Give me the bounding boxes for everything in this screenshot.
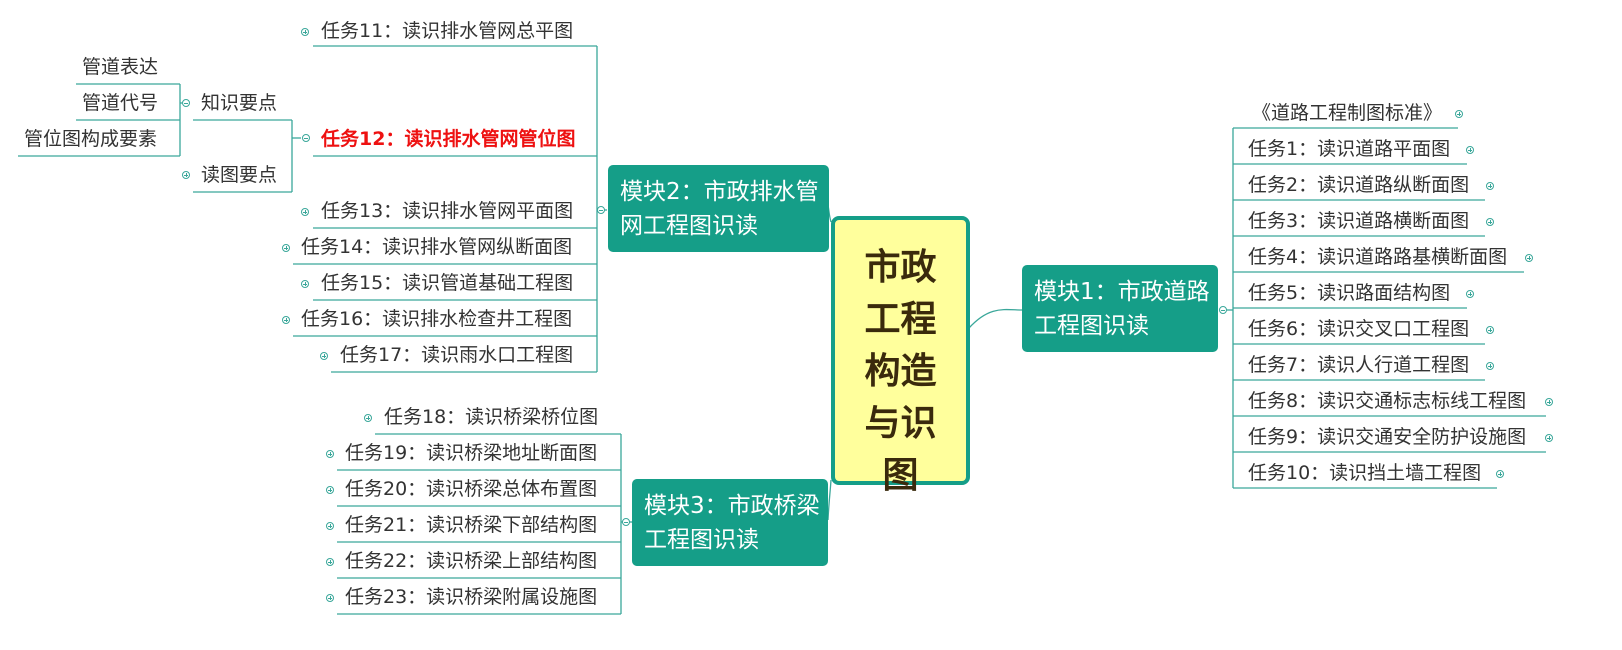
module-1-item[interactable]: 任务1：读识道路平面图 xyxy=(1248,138,1451,160)
module-3-item[interactable]: 任务23：读识桥梁附属设施图 xyxy=(345,586,598,608)
collapse-toggle-icon[interactable] xyxy=(1219,306,1227,314)
module-2-item[interactable]: 任务15：读识管道基础工程图 xyxy=(321,272,574,294)
expand-toggle-icon[interactable] xyxy=(364,414,372,422)
module-3-item[interactable]: 任务19：读识桥梁地址断面图 xyxy=(345,442,598,464)
knowledge-points-node[interactable]: 知识要点 xyxy=(201,92,278,114)
collapse-toggle-icon[interactable] xyxy=(182,99,190,107)
module-3-item[interactable]: 任务18：读识桥梁桥位图 xyxy=(384,406,599,428)
expand-toggle-icon[interactable] xyxy=(1466,290,1474,298)
module-1-item[interactable]: 任务8：读识交通标志标线工程图 xyxy=(1248,390,1527,412)
module-3-item[interactable]: 任务21：读识桥梁下部结构图 xyxy=(345,514,598,536)
expand-toggle-icon[interactable] xyxy=(320,352,328,360)
expand-toggle-icon[interactable] xyxy=(1486,218,1494,226)
module-1-item[interactable]: 任务10：读识挡土墙工程图 xyxy=(1248,462,1482,484)
module-2-item[interactable]: 任务14：读识排水管网纵断面图 xyxy=(301,236,573,258)
expand-toggle-icon[interactable] xyxy=(326,486,334,494)
central-topic[interactable]: 市政工程构造与识图 xyxy=(831,216,970,496)
module-1-item[interactable]: 任务5：读识路面结构图 xyxy=(1248,282,1451,304)
module-1-item[interactable]: 《道路工程制图标准》 xyxy=(1252,102,1443,124)
expand-toggle-icon[interactable] xyxy=(1486,362,1494,370)
module-2-item[interactable]: 任务17：读识雨水口工程图 xyxy=(340,344,574,366)
module-1-item[interactable]: 任务7：读识人行道工程图 xyxy=(1248,354,1470,376)
module-2-node[interactable]: 模块2：市政排水管网工程图识读 xyxy=(608,165,829,252)
collapse-toggle-icon[interactable] xyxy=(622,518,630,526)
module-1-item[interactable]: 任务2：读识道路纵断面图 xyxy=(1248,174,1470,196)
module-3-node[interactable]: 模块3：市政桥梁工程图识读 xyxy=(632,479,828,566)
expand-toggle-icon[interactable] xyxy=(1496,470,1504,478)
expand-toggle-icon[interactable] xyxy=(182,171,190,179)
collapse-toggle-icon[interactable] xyxy=(597,206,605,214)
module-2-item[interactable]: 任务13：读识排水管网平面图 xyxy=(321,200,574,222)
expand-toggle-icon[interactable] xyxy=(301,208,309,216)
reading-points-node[interactable]: 读图要点 xyxy=(201,164,278,186)
module-2-item-highlighted[interactable]: 任务12：读识排水管网管位图 xyxy=(321,128,576,150)
expand-toggle-icon[interactable] xyxy=(1545,398,1553,406)
expand-toggle-icon[interactable] xyxy=(1486,182,1494,190)
expand-toggle-icon[interactable] xyxy=(1466,146,1474,154)
module-1-item[interactable]: 任务4：读识道路路基横断面图 xyxy=(1248,246,1508,268)
expand-toggle-icon[interactable] xyxy=(1455,110,1463,118)
expand-toggle-icon[interactable] xyxy=(326,594,334,602)
module-3-item[interactable]: 任务20：读识桥梁总体布置图 xyxy=(345,478,598,500)
expand-toggle-icon[interactable] xyxy=(1545,434,1553,442)
expand-toggle-icon[interactable] xyxy=(1486,326,1494,334)
expand-toggle-icon[interactable] xyxy=(326,558,334,566)
knowledge-item[interactable]: 管位图构成要素 xyxy=(24,128,158,150)
expand-toggle-icon[interactable] xyxy=(301,280,309,288)
knowledge-item[interactable]: 管道代号 xyxy=(82,92,159,114)
knowledge-item[interactable]: 管道表达 xyxy=(82,56,159,78)
module-3-item[interactable]: 任务22：读识桥梁上部结构图 xyxy=(345,550,598,572)
module-1-item[interactable]: 任务3：读识道路横断面图 xyxy=(1248,210,1470,232)
expand-toggle-icon[interactable] xyxy=(1525,254,1533,262)
module-2-item[interactable]: 任务11：读识排水管网总平图 xyxy=(321,20,574,42)
module-1-node[interactable]: 模块1：市政道路工程图识读 xyxy=(1022,265,1218,352)
module-1-item[interactable]: 任务6：读识交叉口工程图 xyxy=(1248,318,1470,340)
expand-toggle-icon[interactable] xyxy=(326,450,334,458)
module-1-item[interactable]: 任务9：读识交通安全防护设施图 xyxy=(1248,426,1527,448)
module-2-item[interactable]: 任务16：读识排水检查井工程图 xyxy=(301,308,573,330)
expand-toggle-icon[interactable] xyxy=(282,316,290,324)
expand-toggle-icon[interactable] xyxy=(282,244,290,252)
collapse-toggle-icon[interactable] xyxy=(302,134,310,142)
expand-toggle-icon[interactable] xyxy=(301,28,309,36)
expand-toggle-icon[interactable] xyxy=(326,522,334,530)
